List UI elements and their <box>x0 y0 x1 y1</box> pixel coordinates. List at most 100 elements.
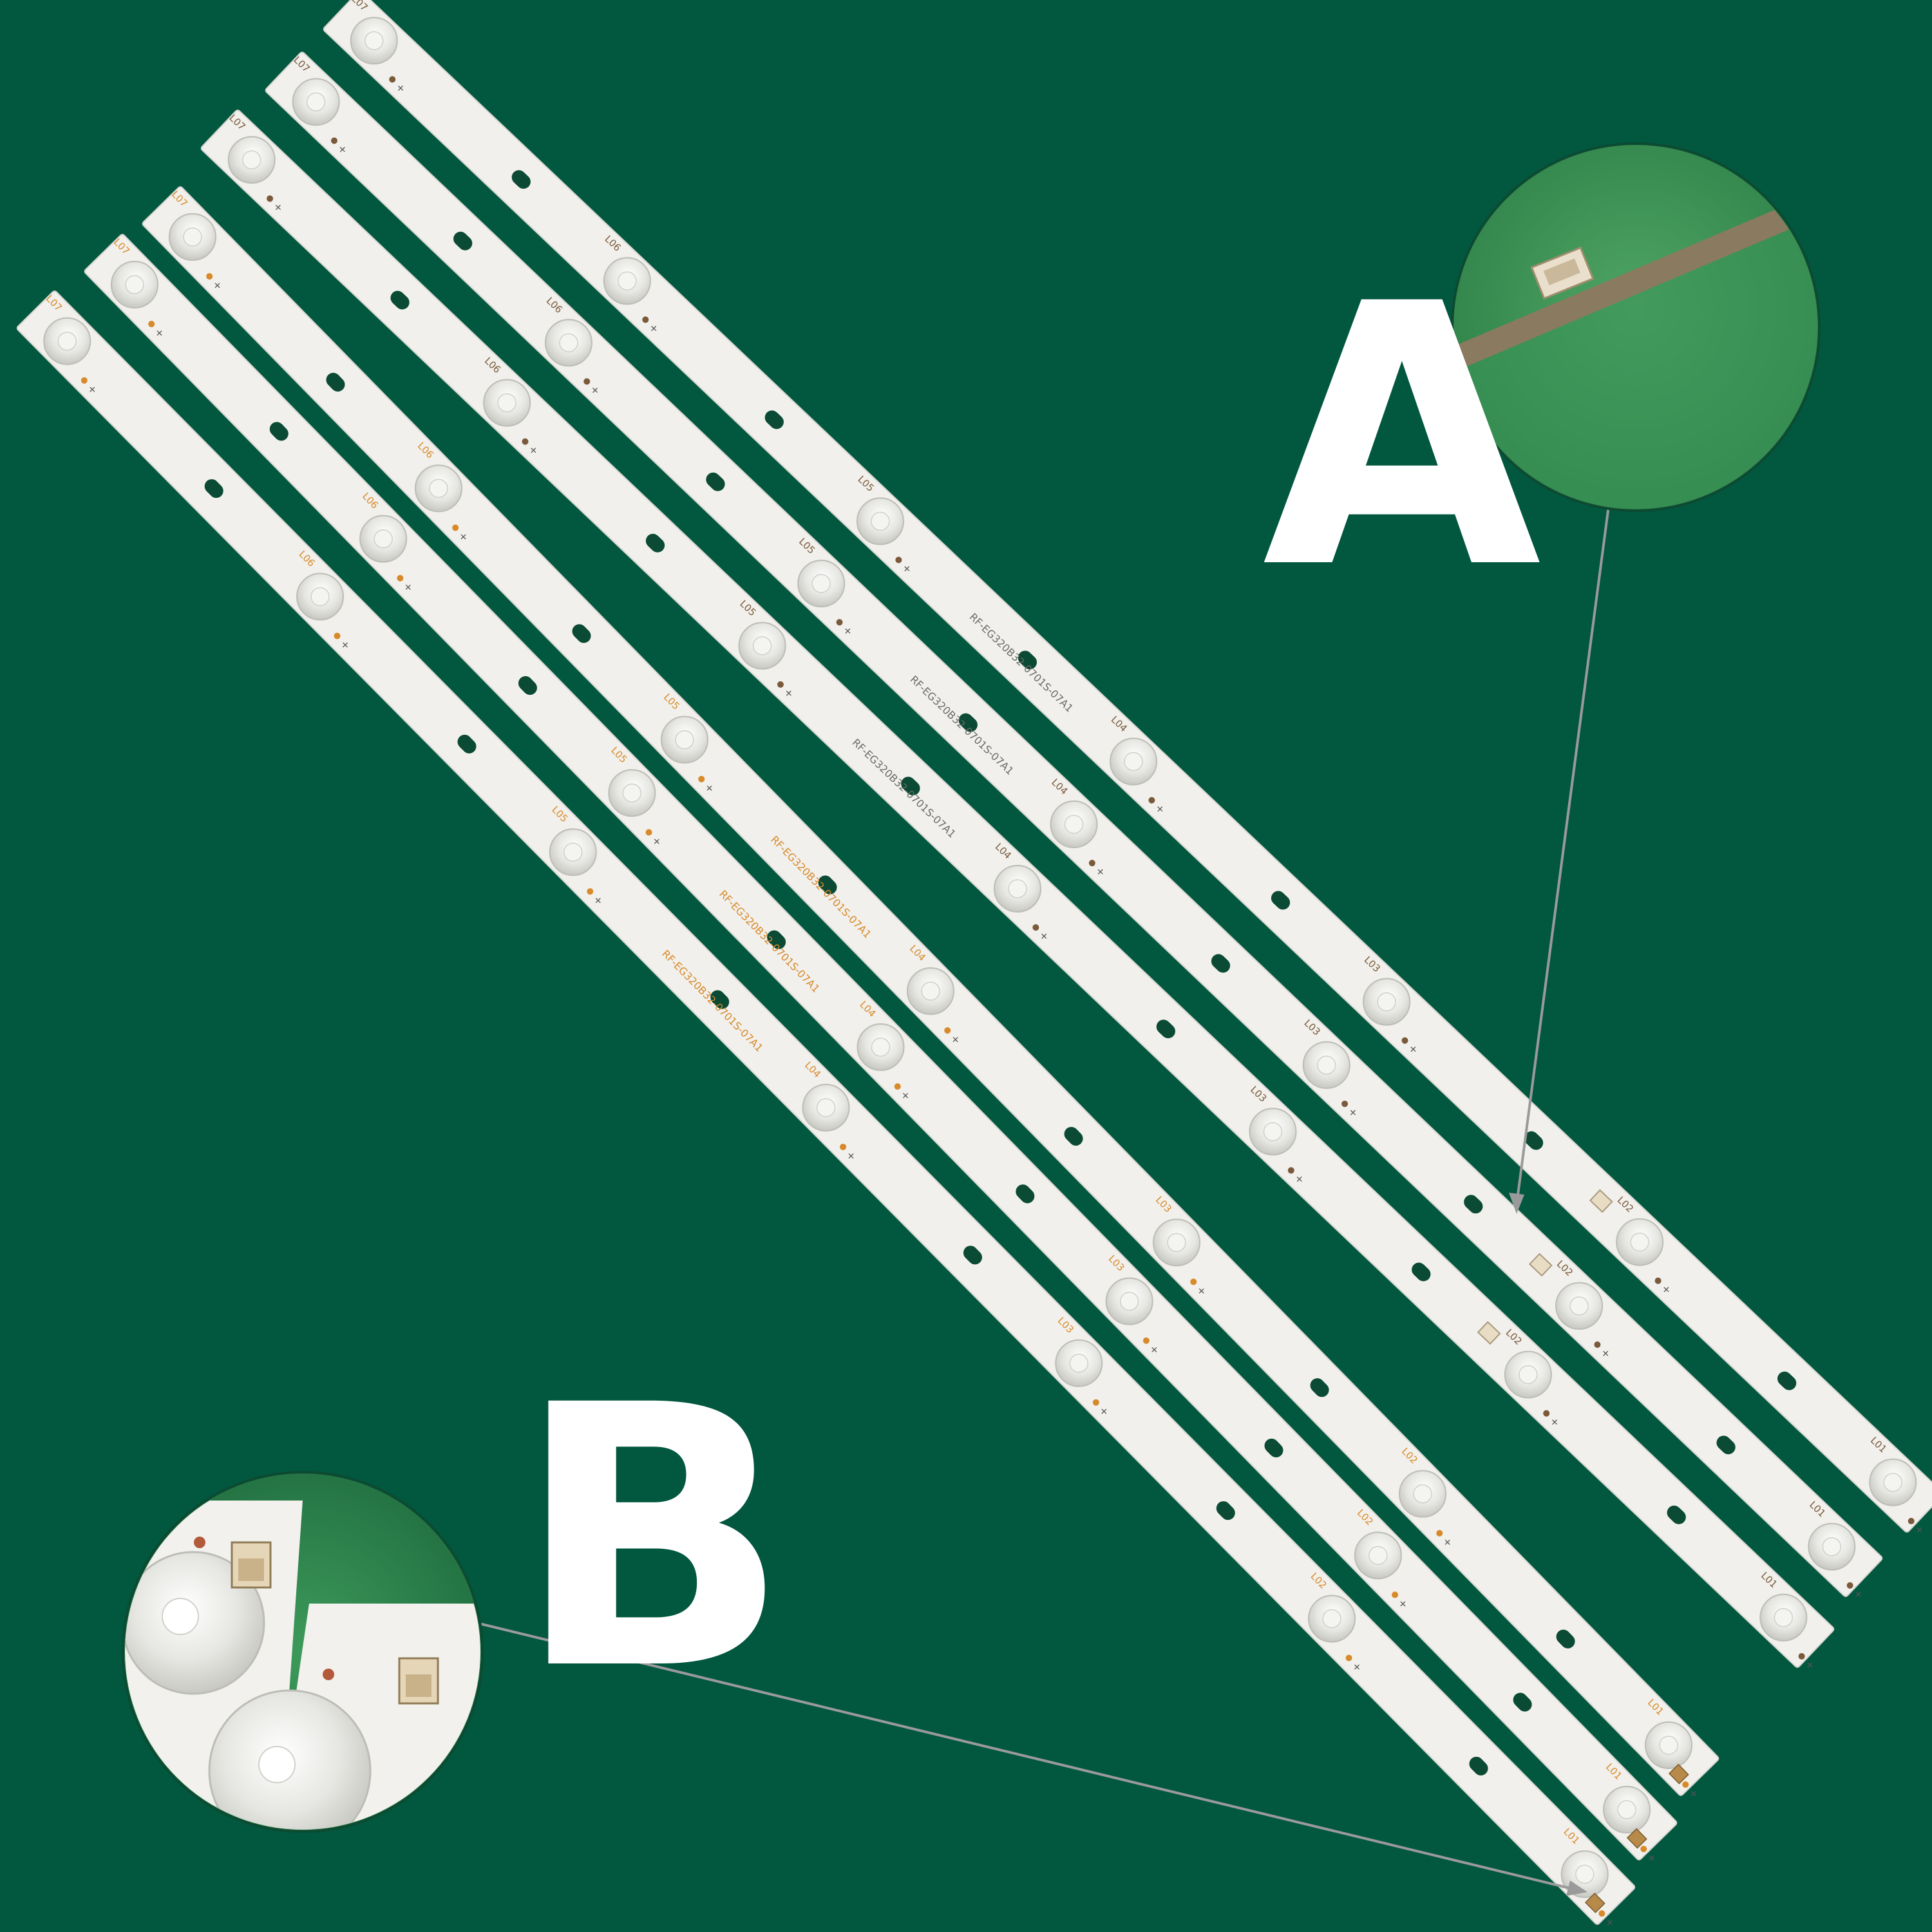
mounting-hole <box>1211 954 1231 973</box>
solder-dot <box>1032 924 1039 931</box>
solder-dot <box>1401 1037 1408 1044</box>
mounting-hole <box>457 734 477 753</box>
board-edge <box>1454 187 1817 377</box>
solder-dot <box>397 574 404 582</box>
mounting-hole <box>1667 1505 1686 1524</box>
solder-dot <box>587 888 594 895</box>
mounting-hole <box>572 624 591 643</box>
led-lens <box>1504 1350 1552 1399</box>
led-lens <box>208 1689 372 1830</box>
solder-dot <box>645 829 652 836</box>
mounting-hole <box>326 372 345 392</box>
mounting-hole <box>1524 1131 1544 1150</box>
connector <box>1528 1253 1553 1277</box>
solder-dot <box>583 378 591 385</box>
led-lens <box>168 213 216 261</box>
led-lens <box>1399 1470 1447 1518</box>
mounting-hole <box>818 875 837 895</box>
led-lens <box>43 317 91 365</box>
led-lens <box>1759 1593 1808 1642</box>
led-lens <box>296 573 344 621</box>
mounting-hole <box>453 231 473 251</box>
mounting-hole <box>710 990 730 1009</box>
mounting-hole <box>518 676 537 696</box>
solder-dot <box>1682 1781 1689 1788</box>
mounting-hole <box>1264 1438 1283 1458</box>
mounting-hole <box>390 290 410 310</box>
mounting-hole <box>1469 1756 1488 1776</box>
mounting-hole <box>764 410 784 430</box>
callout-b-zoom <box>122 1471 484 1833</box>
led-lens <box>1645 1721 1693 1769</box>
connector <box>1668 1763 1689 1785</box>
led-lens <box>359 515 408 563</box>
solder-dot <box>1088 860 1095 867</box>
callout-b-label: B <box>515 1329 790 1749</box>
led-lens <box>1110 737 1158 786</box>
led-lens <box>603 257 651 305</box>
solder-dot <box>836 619 843 626</box>
solder-dot <box>1190 1278 1197 1285</box>
solder-dot <box>1846 1582 1853 1589</box>
mounting-hole <box>963 1245 982 1265</box>
solder-dot <box>1436 1530 1443 1537</box>
solder-dot <box>642 316 649 323</box>
led-lens <box>1603 1785 1651 1833</box>
mounting-hole <box>1464 1195 1483 1214</box>
led-lens <box>544 319 592 367</box>
led-lens <box>993 864 1041 913</box>
led-lens <box>1555 1282 1604 1330</box>
led-lens <box>608 769 656 817</box>
solder-dot <box>1598 1910 1605 1917</box>
solder-dot <box>194 1537 205 1548</box>
solder-dot <box>777 681 784 688</box>
solder-dot <box>1287 1167 1294 1174</box>
callout-b-line <box>476 1622 1578 1891</box>
led-lens <box>1869 1458 1917 1506</box>
solder-dot <box>1142 1337 1150 1344</box>
solder-dot <box>1392 1591 1399 1598</box>
solder-dot <box>206 273 213 280</box>
mounting-hole <box>511 170 531 189</box>
led-lens <box>292 78 340 126</box>
led-lens <box>1153 1218 1201 1267</box>
callout-a-line <box>1515 495 1611 1205</box>
led-lens <box>857 1023 905 1072</box>
mounting-hole <box>204 479 223 498</box>
solder-dot <box>1148 797 1155 804</box>
solder-dot <box>323 1669 334 1680</box>
connector <box>1626 1828 1647 1849</box>
solder-dot <box>334 632 341 639</box>
solder-dot <box>452 524 459 531</box>
led-lens <box>1055 1339 1103 1387</box>
solder-dot <box>267 195 274 202</box>
solder-dot <box>389 76 396 83</box>
led-lens <box>1808 1522 1856 1571</box>
led-strip: L07+L06+L05+L04+L03+L02+L01+RF-EG320B32-… <box>265 52 1883 1602</box>
led-lens <box>738 621 786 670</box>
led-lens <box>227 136 276 184</box>
solder-dot <box>840 1143 847 1150</box>
connector <box>1584 1892 1605 1913</box>
solder-dot <box>1908 1517 1915 1524</box>
led-lens <box>1050 800 1098 849</box>
solder-dot <box>944 1027 951 1034</box>
callout-pointers <box>476 495 1611 1896</box>
led-lens <box>1354 1531 1402 1580</box>
callout-a-zoom <box>1451 142 1821 512</box>
led-lens <box>1308 1595 1356 1643</box>
led-lens <box>1363 978 1411 1026</box>
mounting-hole <box>1716 1435 1736 1455</box>
solder-dot <box>1092 1399 1099 1406</box>
solder-dot <box>1345 1654 1352 1662</box>
mounting-hole <box>1064 1126 1083 1146</box>
led-lens <box>1105 1277 1153 1325</box>
connector <box>1589 1189 1613 1213</box>
led-lens <box>549 828 597 876</box>
led-lens <box>483 379 531 427</box>
solder-dot <box>148 321 155 328</box>
led-lens <box>1616 1218 1664 1266</box>
solder-dot <box>1341 1101 1349 1108</box>
mounting-hole <box>1271 891 1291 910</box>
mounting-hole <box>1777 1371 1797 1390</box>
